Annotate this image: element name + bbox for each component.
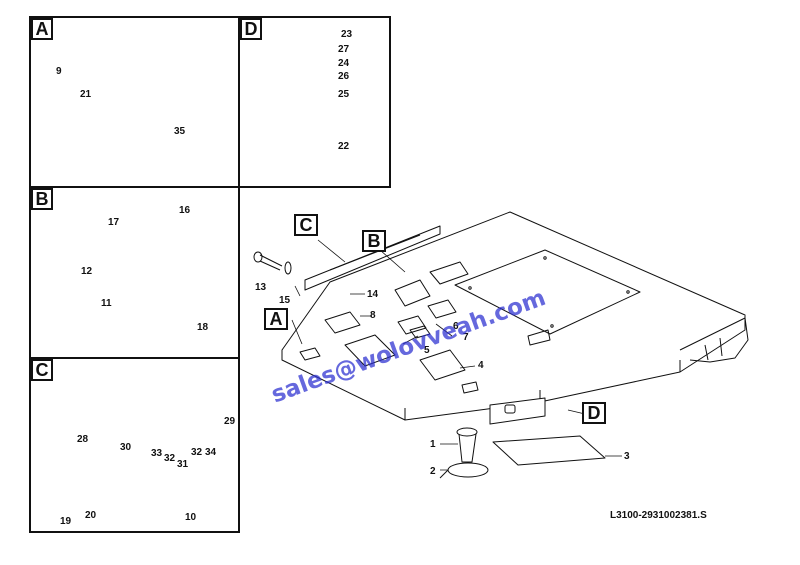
part-12-label: 12 bbox=[81, 266, 93, 277]
part-5-label: 5 bbox=[424, 345, 430, 356]
part-30-label: 30 bbox=[120, 442, 132, 453]
part-8-label: 8 bbox=[370, 310, 376, 321]
part-21-label: 21 bbox=[80, 89, 92, 100]
part-6-label: 6 bbox=[453, 321, 459, 332]
part-31-label: 31 bbox=[177, 459, 189, 470]
callout-b: B bbox=[362, 230, 386, 252]
part-33-label: 33 bbox=[151, 448, 163, 459]
callout-a: A bbox=[264, 308, 288, 330]
part-32b-label: 32 bbox=[191, 447, 203, 458]
part-35-label: 35 bbox=[174, 126, 186, 137]
part-16-label: 16 bbox=[179, 205, 191, 216]
part-32a-label: 32 bbox=[164, 453, 176, 464]
panel-c-label: C bbox=[31, 359, 53, 381]
drawing-reference: L3100-2931002381.S bbox=[610, 510, 707, 521]
part-27-label: 27 bbox=[338, 44, 350, 55]
part-24-label: 24 bbox=[338, 58, 350, 69]
part-34-label: 34 bbox=[205, 447, 217, 458]
panel-d bbox=[238, 16, 391, 188]
panel-b bbox=[29, 186, 240, 359]
callout-c: C bbox=[294, 214, 318, 236]
part-4-label: 4 bbox=[478, 360, 484, 371]
panel-c bbox=[29, 357, 240, 533]
panel-a bbox=[29, 16, 240, 188]
part-25-label: 25 bbox=[338, 89, 350, 100]
part-10-label: 10 bbox=[185, 512, 197, 523]
panel-a-label: A bbox=[31, 18, 53, 40]
main-assembly-drawing bbox=[253, 211, 749, 479]
part-2-label: 2 bbox=[430, 466, 436, 477]
part-3-label: 3 bbox=[624, 451, 630, 462]
part-15-label: 15 bbox=[279, 295, 291, 306]
part-7-label: 7 bbox=[463, 332, 469, 343]
part-26-label: 26 bbox=[338, 71, 350, 82]
part-1-label: 1 bbox=[430, 439, 436, 450]
part-17-label: 17 bbox=[108, 217, 120, 228]
part-20-label: 20 bbox=[85, 510, 97, 521]
panel-d-label: D bbox=[240, 18, 262, 40]
part-18-label: 18 bbox=[197, 322, 209, 333]
panel-b-label: B bbox=[31, 188, 53, 210]
part-19-label: 19 bbox=[60, 516, 72, 527]
part-11-label: 11 bbox=[101, 298, 112, 309]
part-28-label: 28 bbox=[77, 434, 89, 445]
part-22-label: 22 bbox=[338, 141, 350, 152]
part-13-label: 13 bbox=[255, 282, 267, 293]
part-9-label: 9 bbox=[56, 66, 62, 77]
part-23-label: 23 bbox=[341, 29, 353, 40]
callout-d: D bbox=[582, 402, 606, 424]
part-29-label: 29 bbox=[224, 416, 236, 427]
part-14-label: 14 bbox=[367, 289, 379, 300]
